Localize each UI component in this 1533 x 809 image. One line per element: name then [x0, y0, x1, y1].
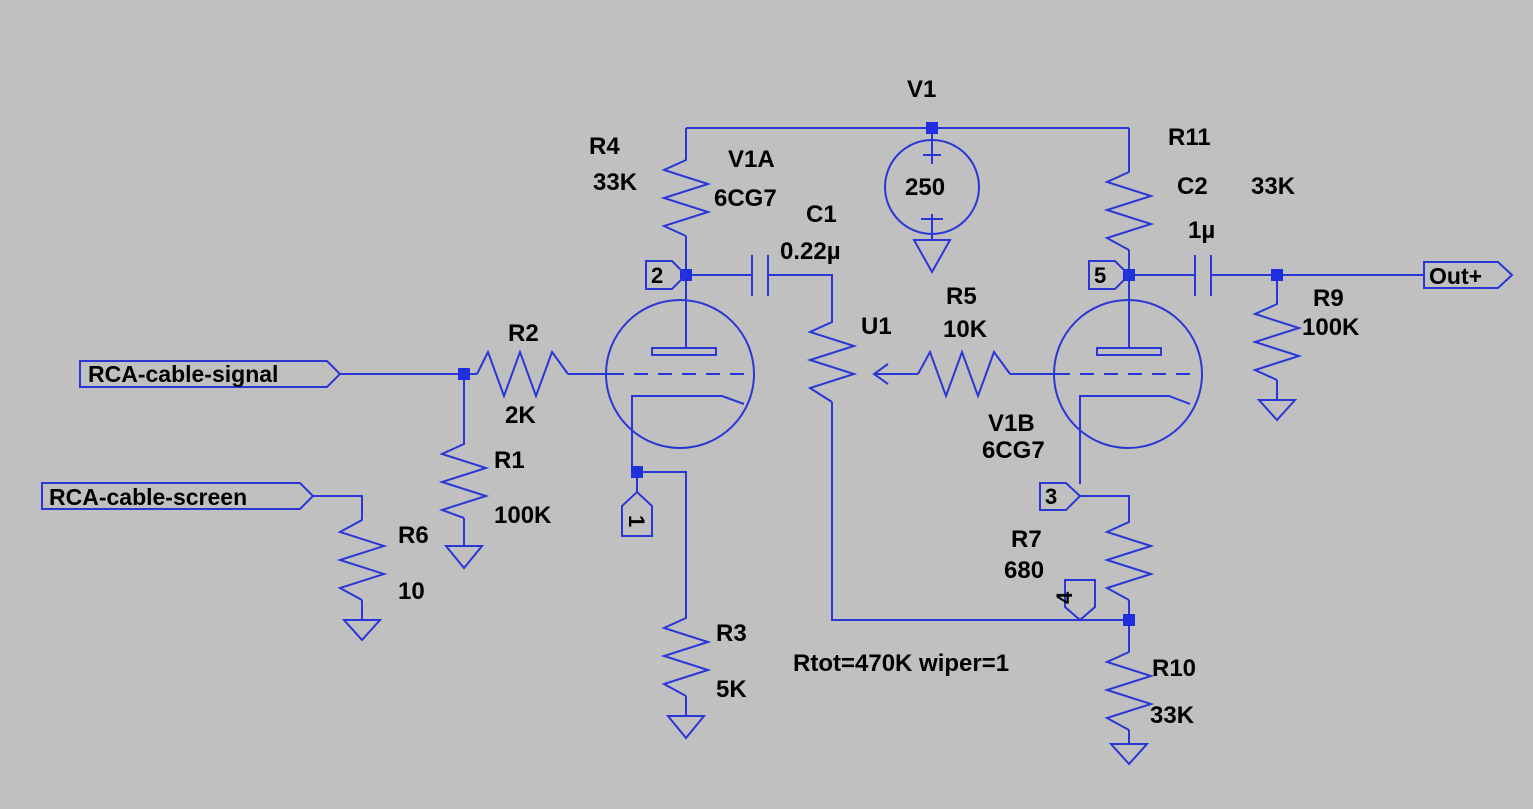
resistor-icon[interactable]: [476, 349, 569, 399]
r9-name: R9: [1313, 285, 1344, 312]
voltage-source-icon[interactable]: [884, 139, 980, 235]
resistor-icon[interactable]: [438, 432, 490, 519]
r1-value: 100K: [494, 502, 552, 529]
u1-value: Rtot=470K wiper=1: [793, 650, 1009, 677]
resistor-icon[interactable]: [336, 510, 388, 601]
v1b-value: 6CG7: [982, 437, 1045, 464]
r7-name: R7: [1011, 526, 1042, 553]
c2-value: 1µ: [1188, 217, 1215, 244]
pin-label: 1: [624, 515, 649, 527]
r2-name: R2: [508, 320, 539, 347]
r3-value: 5K: [716, 676, 747, 703]
port-rca-cable-screen[interactable]: RCA-cable-screen: [41, 482, 315, 510]
pin-flag-4[interactable]: 4: [1052, 579, 1096, 622]
ground-icon: [665, 715, 707, 740]
pin-flag-2[interactable]: 2: [645, 260, 688, 290]
pin-flag-1[interactable]: 1: [621, 490, 653, 537]
triode-icon[interactable]: [605, 299, 755, 449]
resistor-icon[interactable]: [660, 606, 712, 697]
v1-name: V1: [907, 76, 936, 103]
pin-label: 4: [1052, 591, 1077, 604]
wires: [313, 127, 1424, 744]
resistor-icon[interactable]: [660, 148, 712, 237]
ground-icon: [912, 239, 952, 275]
port-rca-cable-signal[interactable]: RCA-cable-signal: [79, 360, 342, 388]
c1-value: 0.22µ: [780, 238, 841, 265]
r11-name: R11: [1168, 124, 1211, 151]
capacitor-icon[interactable]: [1194, 255, 1212, 296]
r6-name: R6: [398, 522, 429, 549]
r4-name: R4: [589, 133, 620, 160]
port-out-plus[interactable]: Out+: [1423, 261, 1514, 289]
triode-icon[interactable]: [1053, 299, 1203, 449]
v1a-value: 6CG7: [714, 185, 777, 212]
pin-label: 5: [1094, 263, 1106, 288]
r7-value: 680: [1004, 557, 1044, 584]
u1-name: U1: [861, 313, 892, 340]
resistor-icon[interactable]: [917, 349, 1011, 399]
r2-value: 2K: [505, 402, 536, 429]
resistor-icon[interactable]: [1103, 510, 1155, 601]
potentiometer-icon[interactable]: [806, 312, 889, 403]
port-label: RCA-cable-screen: [49, 484, 247, 510]
r1-name: R1: [494, 447, 525, 474]
resistor-icon[interactable]: [1103, 640, 1155, 731]
r11-value: 33K: [1251, 173, 1296, 200]
r10-value: 33K: [1150, 702, 1195, 729]
v1a-name: V1A: [728, 146, 775, 173]
ground-icon: [1108, 743, 1150, 766]
capacitor-icon[interactable]: [751, 255, 769, 296]
pin-label: 3: [1045, 484, 1057, 509]
pin-label: 2: [651, 263, 663, 288]
r3-name: R3: [716, 620, 747, 647]
r5-value: 10K: [943, 316, 988, 343]
r9-value: 100K: [1302, 314, 1360, 341]
ground-icon: [341, 619, 383, 642]
v1b-name: V1B: [988, 410, 1035, 437]
c1-name: C1: [806, 201, 837, 228]
port-label: RCA-cable-signal: [88, 361, 278, 387]
pin-flag-3[interactable]: 3: [1039, 482, 1082, 511]
ground-icon: [443, 545, 485, 570]
c2-name: C2: [1177, 173, 1208, 200]
resistor-icon[interactable]: [1251, 292, 1303, 381]
v1-value: 250: [905, 174, 945, 201]
resistor-icon[interactable]: [1103, 160, 1155, 251]
junction-dot-icon: [458, 122, 1283, 626]
r4-value: 33K: [593, 169, 638, 196]
pin-flag-5[interactable]: 5: [1088, 260, 1131, 290]
r5-name: R5: [946, 283, 977, 310]
port-label: Out+: [1429, 263, 1482, 289]
r10-name: R10: [1152, 655, 1196, 682]
ground-icon: [1256, 399, 1298, 422]
r6-value: 10: [398, 578, 425, 605]
